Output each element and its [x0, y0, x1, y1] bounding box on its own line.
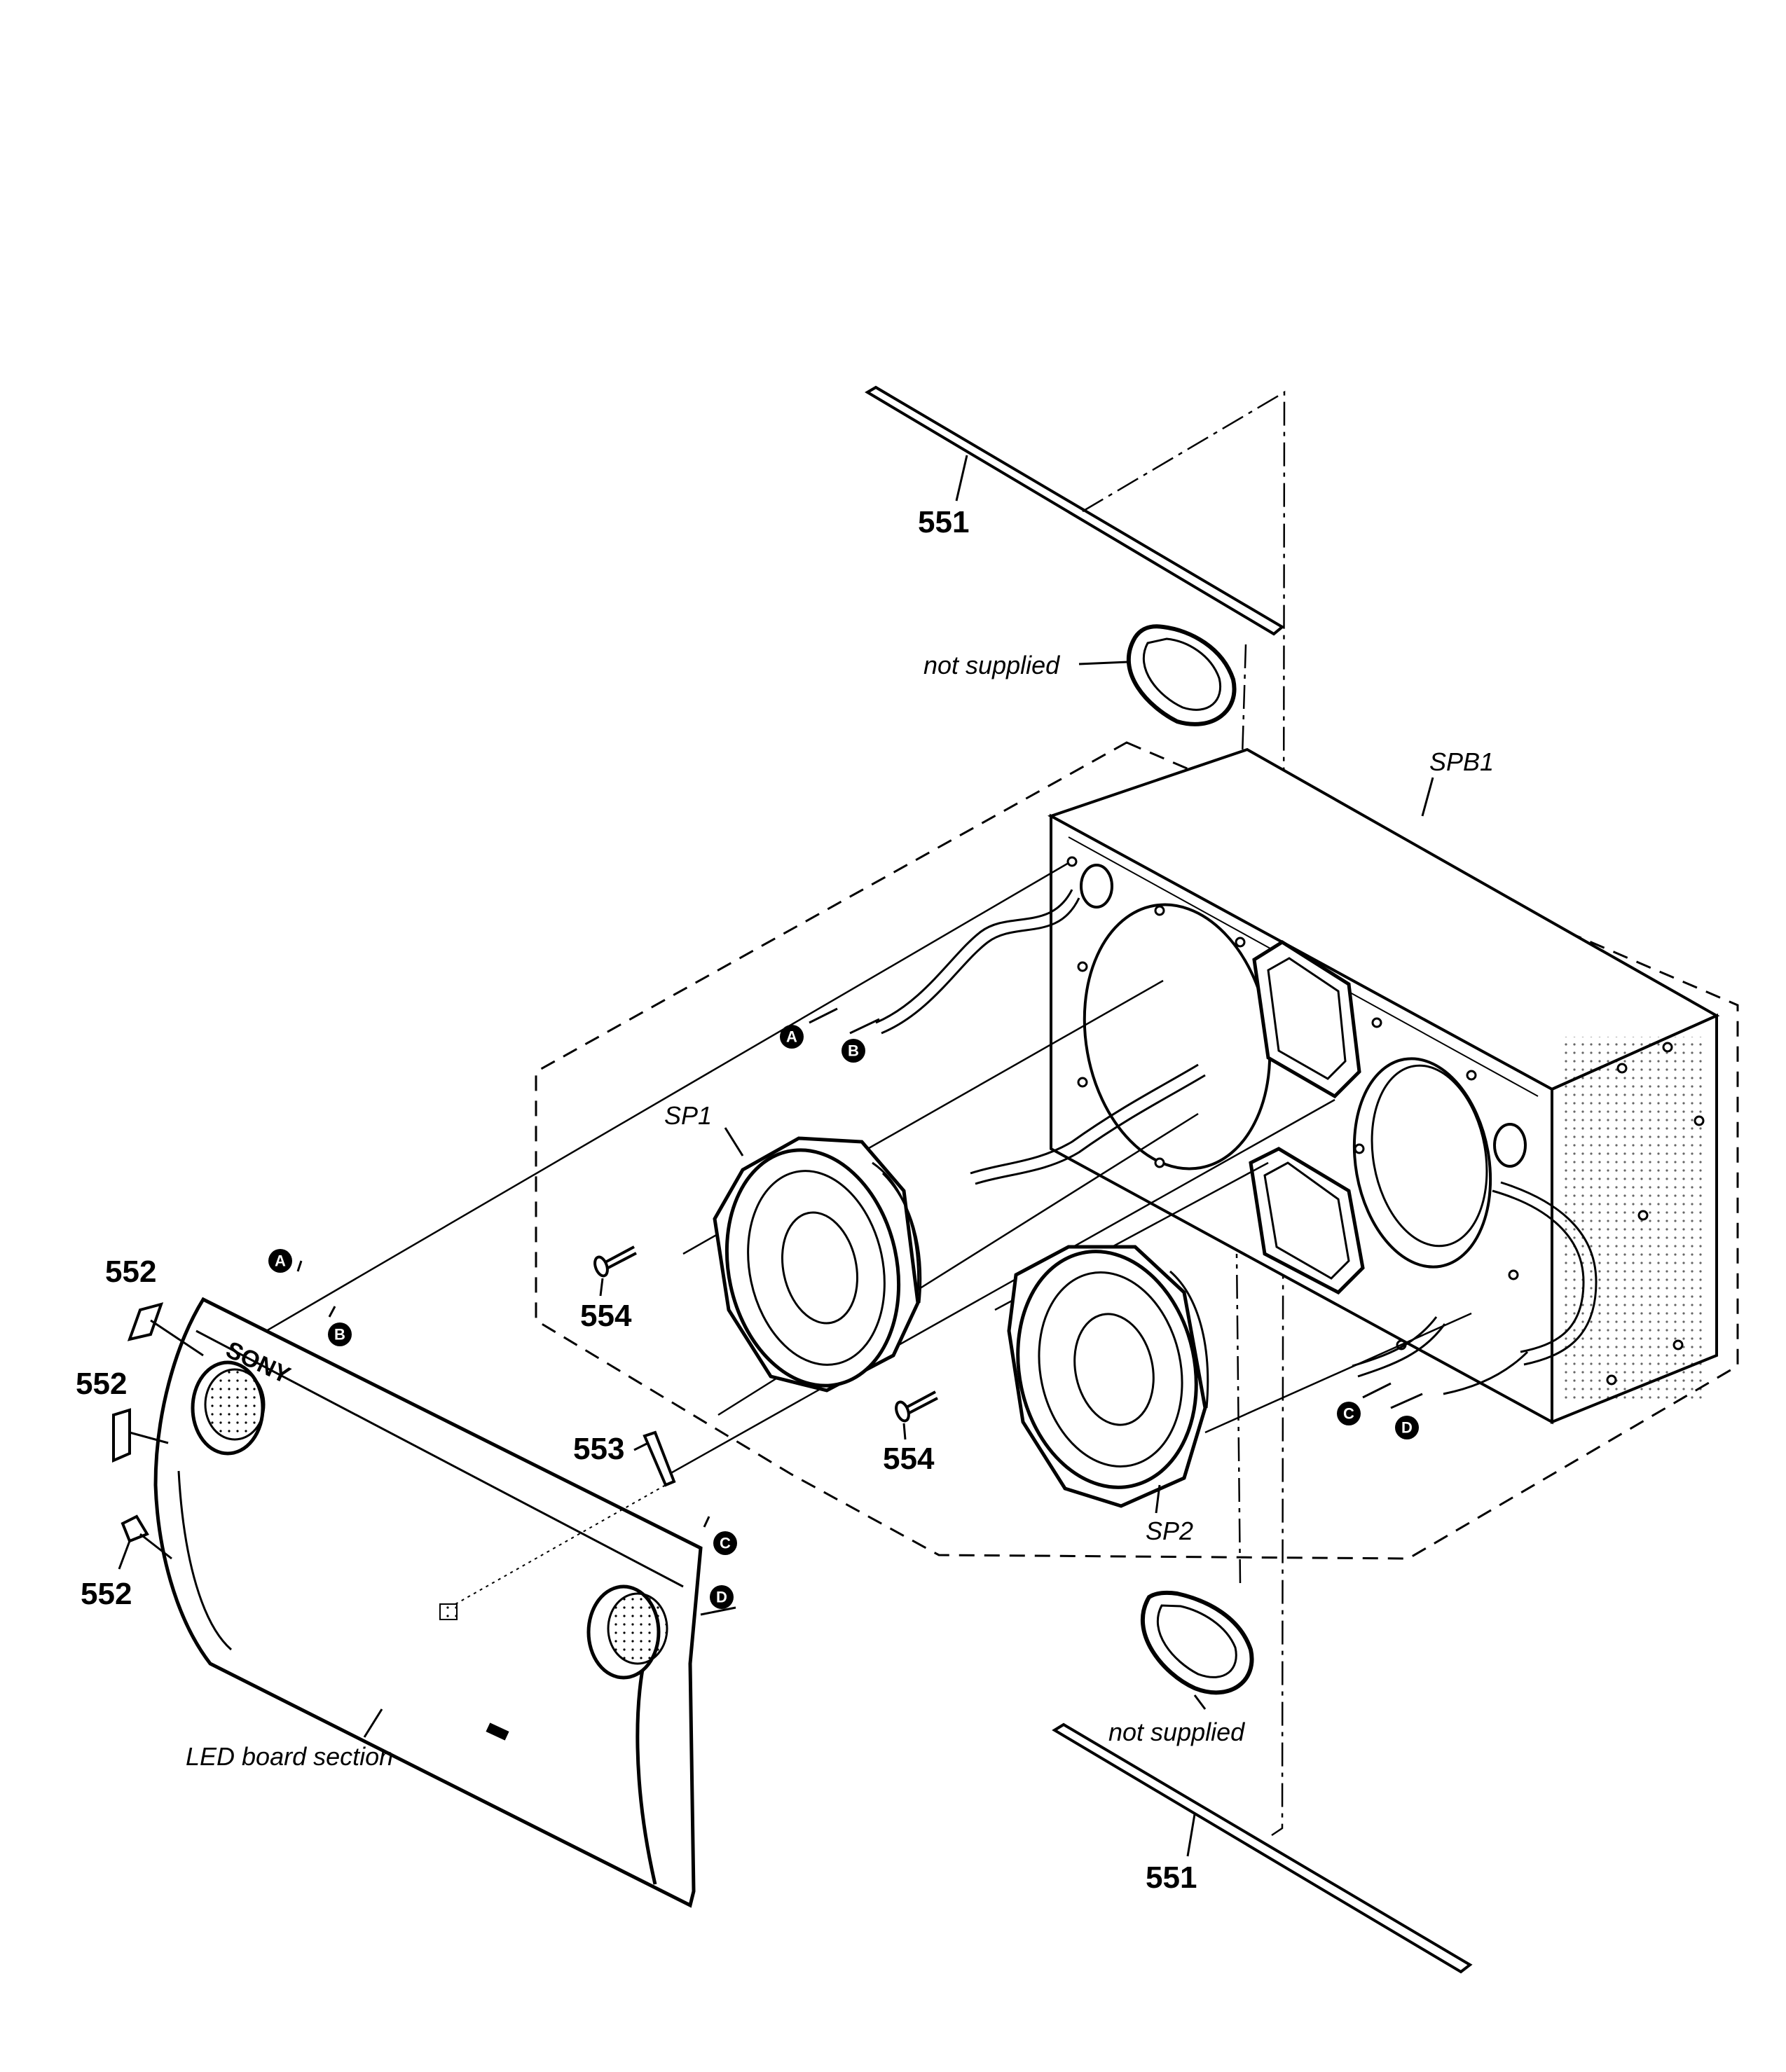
svg-text:C: C — [1343, 1405, 1354, 1423]
screw-554-right — [895, 1390, 938, 1423]
cabinet-holes — [1066, 856, 1705, 1386]
svg-text:A: A — [275, 1252, 286, 1270]
label-551-top: 551 — [918, 505, 969, 539]
connector-c-right: C — [1337, 1382, 1392, 1425]
foot-552-mid — [112, 1408, 131, 1463]
tweeter-housing-upper — [1252, 940, 1361, 1099]
connector-c-front: C — [703, 1516, 737, 1555]
label-not-supplied-top: not supplied — [923, 651, 1060, 679]
label-553: 553 — [573, 1432, 624, 1466]
label-spb1: SPB1 — [1429, 747, 1494, 776]
svg-text:D: D — [716, 1589, 727, 1606]
connector-b-front: B — [328, 1306, 352, 1346]
svg-text:A: A — [786, 1028, 797, 1046]
leader-lines — [266, 862, 1472, 1479]
label-552-mid: 552 — [76, 1367, 127, 1401]
screw-554-left — [593, 1245, 637, 1278]
label-552-bottom: 552 — [81, 1577, 132, 1611]
label-552-top: 552 — [105, 1255, 156, 1289]
label-not-supplied-bottom: not supplied — [1108, 1718, 1245, 1746]
label-led-board-section: LED board section — [186, 1742, 393, 1771]
connector-a-upper: A — [780, 1007, 838, 1049]
spb1-boundary — [535, 741, 1739, 1560]
label-sp2: SP2 — [1146, 1517, 1193, 1545]
svg-text:D: D — [1401, 1419, 1413, 1437]
tweeter-housing-lower — [1249, 1147, 1365, 1295]
label-sp1: SP1 — [664, 1101, 712, 1130]
svg-text:B: B — [848, 1042, 859, 1060]
speaker-sp1 — [713, 1136, 922, 1393]
label-554-right: 554 — [883, 1442, 935, 1476]
gasket-top — [1126, 624, 1237, 726]
gasket-bottom — [1140, 1590, 1254, 1695]
bottom-rail — [1052, 1722, 1473, 1974]
connector-d-front: D — [700, 1585, 736, 1616]
pin-553 — [643, 1430, 676, 1487]
connector-b-upper: B — [842, 1018, 880, 1063]
label-551-bottom: 551 — [1146, 1860, 1197, 1895]
speaker-sp2 — [1007, 1245, 1209, 1508]
wiring — [875, 889, 1598, 1395]
front-grille — [153, 1297, 703, 1908]
svg-text:C: C — [720, 1535, 731, 1552]
connector-d-right: D — [1390, 1393, 1423, 1439]
foot-552-top — [127, 1302, 164, 1341]
svg-text:B: B — [334, 1326, 345, 1344]
top-rail — [865, 385, 1285, 636]
label-554-left: 554 — [580, 1299, 632, 1333]
connector-a-front: A — [268, 1249, 303, 1273]
